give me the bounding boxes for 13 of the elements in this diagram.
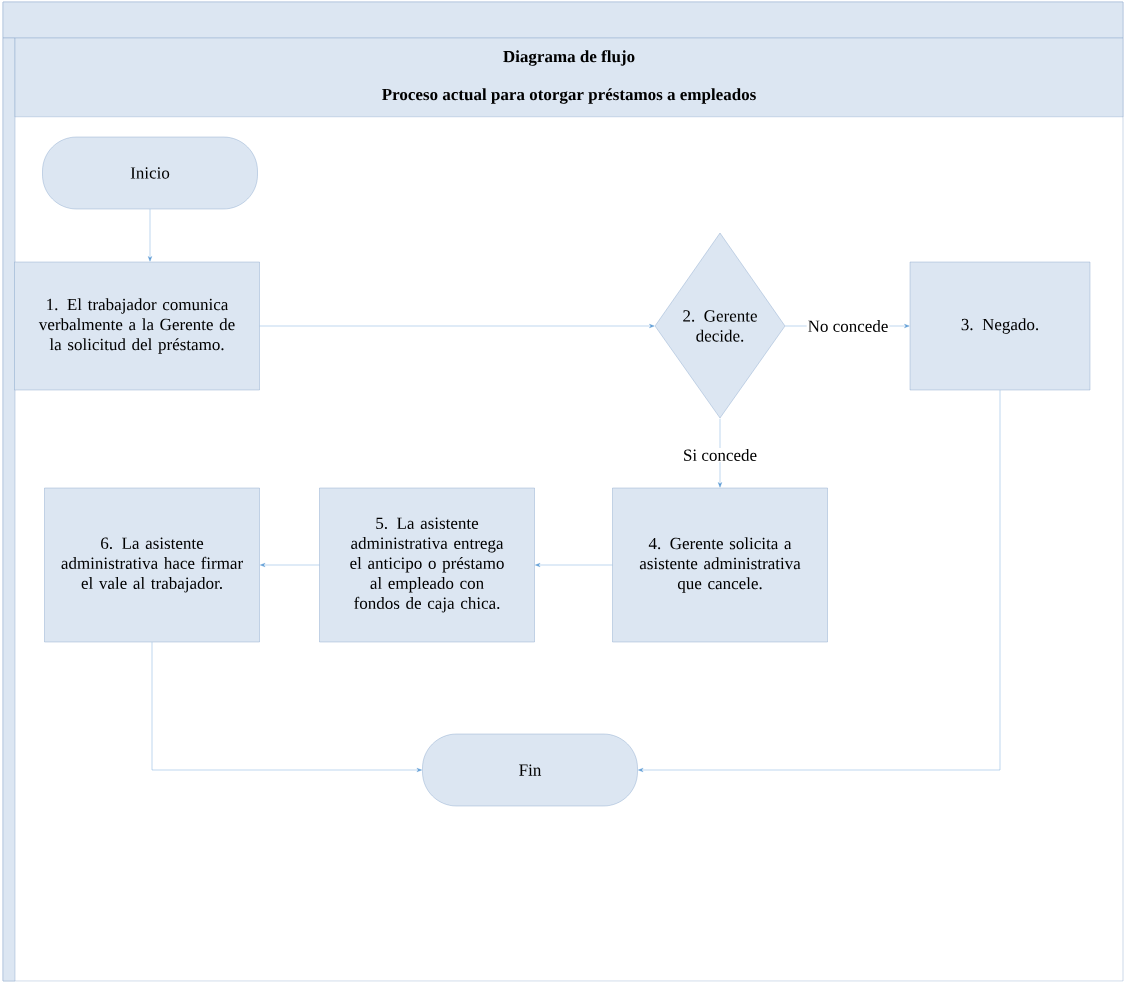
process-box: 4. Gerente solicita a asistente administrativa que cancele. bbox=[612, 487, 828, 643]
arrow bbox=[638, 390, 1001, 772]
edge-label: Si concede bbox=[681, 448, 759, 462]
process-box: 3. Negado. bbox=[909, 261, 1091, 391]
arrow bbox=[535, 563, 613, 567]
edge-label: No concede bbox=[806, 319, 890, 333]
arrow bbox=[148, 209, 152, 262]
arrow bbox=[718, 418, 722, 488]
process-box: 6. La asistente administrativa hace firmar el vale al trabajador. bbox=[44, 487, 260, 643]
arrow bbox=[260, 563, 320, 567]
arrow bbox=[151, 642, 422, 772]
arrow bbox=[259, 324, 655, 328]
process-box: 5. La asistente administrativa entrega el anticipo o préstamo al empleado con fondos de caja chica. bbox=[319, 487, 535, 643]
